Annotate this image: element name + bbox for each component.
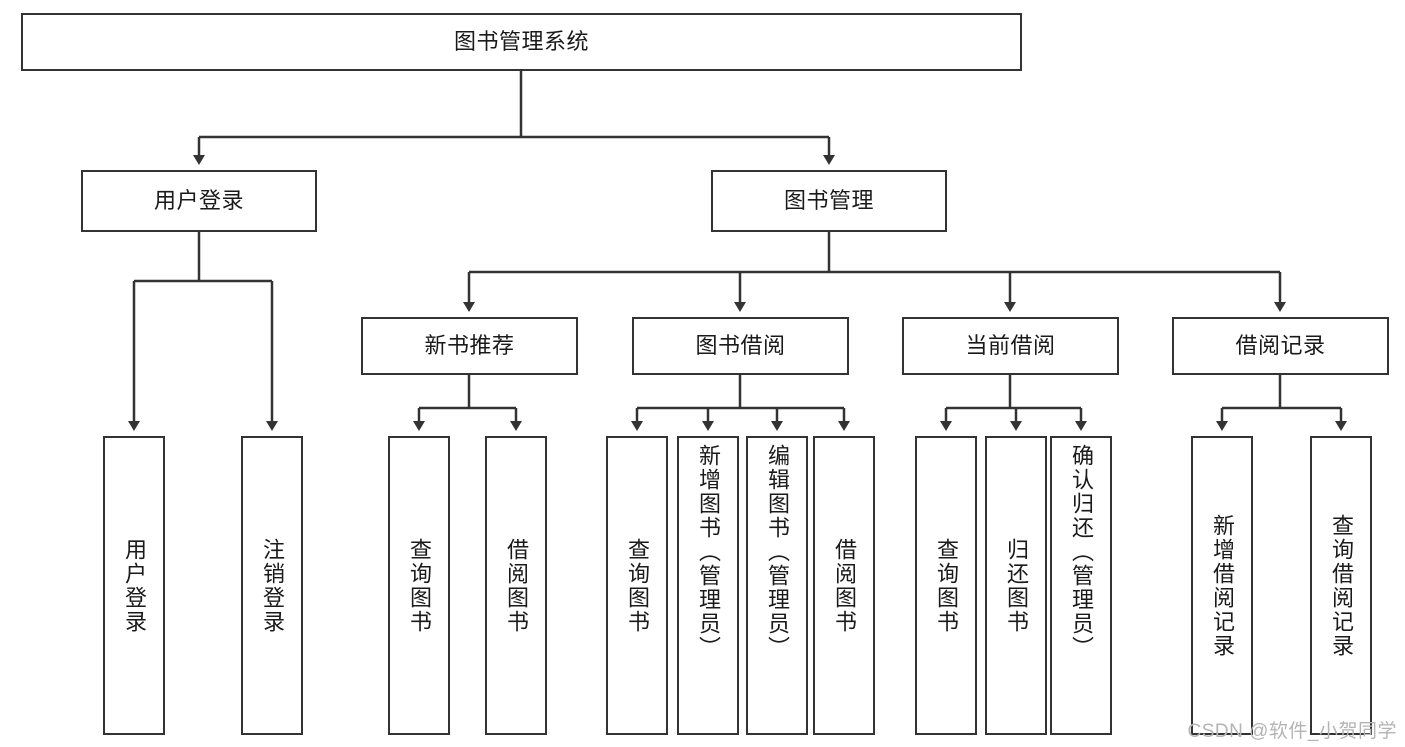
node-leaf-add-record[interactable]: 新增借阅记录	[1191, 436, 1253, 735]
watermark: CSDN @软件_小贺同学	[1187, 721, 1397, 742]
node-book-manage-label: 图书管理	[783, 187, 874, 213]
node-leaf-query-book-1[interactable]: 查询图书	[388, 436, 450, 735]
node-leaf-add-book[interactable]: 新增图书（管理员）	[677, 436, 739, 735]
node-book-borrow[interactable]: 图书借阅	[632, 317, 849, 375]
node-leaf-return-book[interactable]: 归还图书	[985, 436, 1047, 735]
node-leaf-add-record-label: 新增借阅记录	[1210, 513, 1235, 658]
node-user-login[interactable]: 用户登录	[81, 170, 317, 232]
node-leaf-edit-book[interactable]: 编辑图书（管理员）	[746, 436, 808, 735]
node-current-borrow-label: 当前借阅	[965, 332, 1056, 358]
node-leaf-query-book-3[interactable]: 查询图书	[915, 436, 977, 735]
node-leaf-query-book-2-label: 查询图书	[625, 537, 650, 634]
node-leaf-query-record[interactable]: 查询借阅记录	[1310, 436, 1372, 735]
node-leaf-return-book-label: 归还图书	[1004, 537, 1029, 634]
node-leaf-borrow-book-1[interactable]: 借阅图书	[485, 436, 547, 735]
node-borrow-record[interactable]: 借阅记录	[1172, 317, 1389, 375]
node-current-borrow[interactable]: 当前借阅	[902, 317, 1119, 375]
node-new-book-rec[interactable]: 新书推荐	[361, 317, 578, 375]
node-leaf-edit-book-label: 编辑图书（管理员）	[765, 444, 790, 660]
node-leaf-user-login-label: 用户登录	[122, 537, 147, 634]
node-borrow-record-label: 借阅记录	[1235, 332, 1326, 358]
node-leaf-logout-label: 注销登录	[260, 537, 285, 634]
node-leaf-add-book-label: 新增图书（管理员）	[696, 444, 721, 660]
node-leaf-borrow-book-2-label: 借阅图书	[832, 537, 857, 634]
node-leaf-query-book-3-label: 查询图书	[934, 537, 959, 634]
node-leaf-query-book-2[interactable]: 查询图书	[606, 436, 668, 735]
node-leaf-query-book-1-label: 查询图书	[407, 537, 432, 634]
node-leaf-logout[interactable]: 注销登录	[241, 436, 303, 735]
node-leaf-user-login[interactable]: 用户登录	[103, 436, 165, 735]
node-root-label: 图书管理系统	[453, 28, 589, 54]
node-book-borrow-label: 图书借阅	[695, 332, 786, 358]
node-leaf-confirm-return[interactable]: 确认归还（管理员）	[1050, 436, 1112, 735]
node-user-login-label: 用户登录	[153, 187, 244, 213]
node-book-manage[interactable]: 图书管理	[711, 170, 947, 232]
node-leaf-confirm-return-label: 确认归还（管理员）	[1069, 444, 1094, 660]
node-leaf-borrow-book-2[interactable]: 借阅图书	[813, 436, 875, 735]
node-new-book-rec-label: 新书推荐	[424, 332, 515, 358]
node-leaf-borrow-book-1-label: 借阅图书	[504, 537, 529, 634]
node-leaf-query-record-label: 查询借阅记录	[1329, 513, 1354, 658]
node-root[interactable]: 图书管理系统	[21, 13, 1022, 71]
